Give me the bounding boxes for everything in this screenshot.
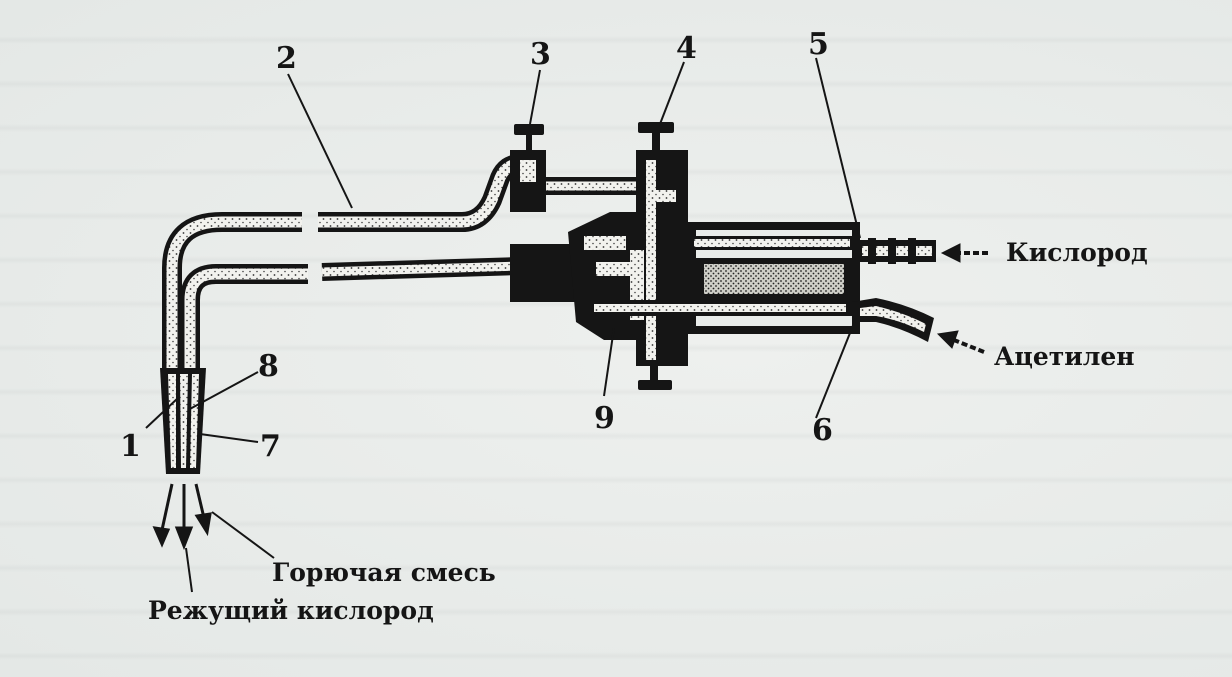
combustible-mix-label: Горючая смесь	[272, 558, 496, 587]
callout-5: 5	[808, 27, 829, 62]
outflow-arrows	[152, 483, 212, 551]
oxygen-nipple	[852, 238, 936, 264]
callout-4: 4	[676, 31, 697, 66]
leader-lines	[145, 57, 861, 593]
cutting-oxygen-label: Режущий кислород	[148, 596, 434, 625]
callout-1: 1	[120, 429, 141, 464]
nozzle-tip	[160, 368, 206, 474]
valve-4	[636, 122, 688, 390]
injector-body	[510, 212, 860, 340]
inlet-arrows	[936, 243, 988, 354]
acetylene-label: Ацетилен	[994, 342, 1135, 371]
callout-6: 6	[812, 413, 833, 448]
callout-9: 9	[594, 401, 615, 436]
oxygen-label: Кислород	[1006, 238, 1148, 267]
callout-2: 2	[276, 41, 297, 76]
valve-3	[510, 124, 546, 212]
callout-3: 3	[530, 37, 551, 72]
acetylene-nipple	[852, 298, 934, 342]
callout-8: 8	[258, 349, 279, 384]
callout-7: 7	[260, 429, 281, 464]
lower-tube	[180, 257, 521, 380]
